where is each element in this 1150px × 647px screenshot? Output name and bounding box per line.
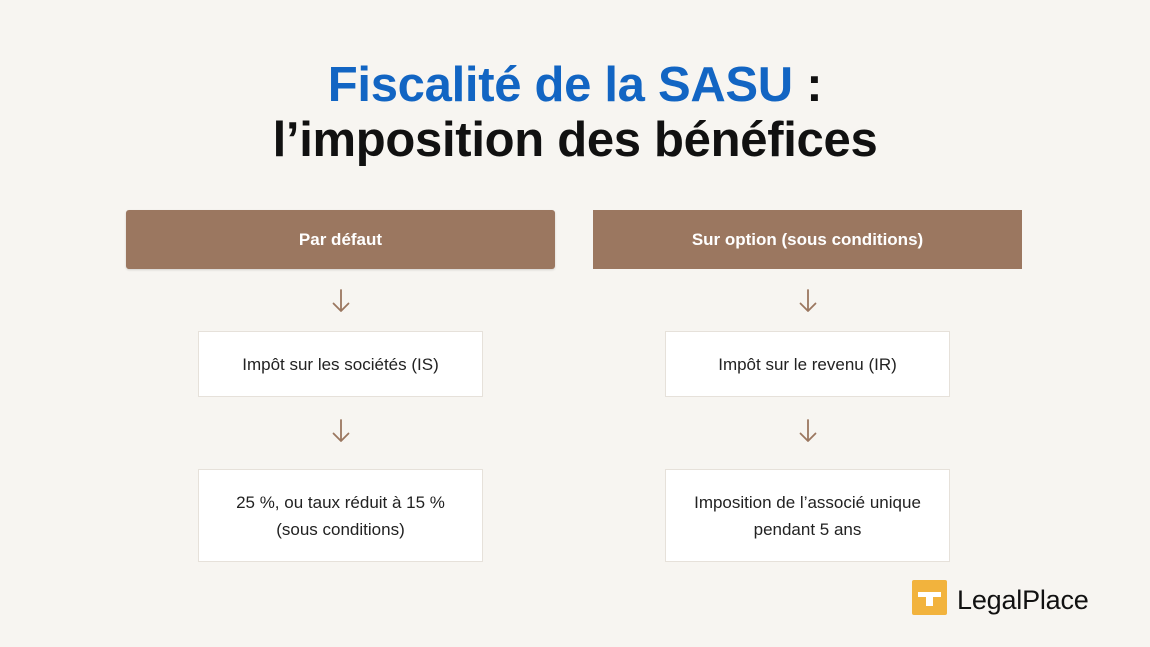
legalplace-logo: LegalPlace [912,580,1089,620]
down-arrow-icon [798,288,818,314]
right-column-assoc-box: Imposition de l’associé unique pendant 5… [665,469,950,562]
right-column-header-label: Sur option (sous conditions) [691,229,924,249]
down-arrow-icon [331,288,351,314]
right-column-tax-box: Impôt sur le revenu (IR) [665,331,950,397]
down-arrow-icon [798,418,818,444]
title-line-1: Fiscalité de la SASU : [0,58,1150,113]
left-column-tax-box: Impôt sur les sociétés (IS) [198,331,483,397]
left-column-rate-label: 25 %, ou taux réduit à 15 % (sous condit… [236,492,445,539]
logo-text: LegalPlace [957,584,1089,615]
legalplace-logo-icon [912,580,947,620]
page-title: Fiscalité de la SASU : l’imposition des … [0,58,1150,168]
down-arrow-icon [331,418,351,444]
right-column-header: Sur option (sous conditions) [593,210,1022,269]
left-column-tax-label: Impôt sur les sociétés (IS) [242,354,439,374]
right-column-tax-label: Impôt sur le revenu (IR) [718,354,897,374]
left-column-rate-box: 25 %, ou taux réduit à 15 % (sous condit… [198,469,483,562]
title-accent-suffix: : [792,58,823,112]
title-accent: Fiscalité de la SASU [327,58,793,112]
right-column-assoc-label: Imposition de l’associé unique pendant 5… [694,492,921,539]
left-column-header-label: Par défaut [298,229,383,249]
title-line-2: l’imposition des bénéfices [272,113,878,167]
left-column-header: Par défaut [126,210,555,269]
